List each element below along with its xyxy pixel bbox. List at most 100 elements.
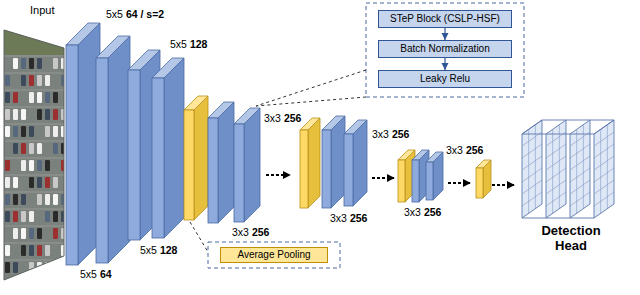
grid-line [528,129,529,213]
layer-top-face [398,150,415,160]
grid-line [522,144,542,158]
car [21,143,26,154]
kernel-size: 3x3 [446,144,463,156]
layer-front-face [96,58,108,263]
car [45,109,50,120]
parking-line [0,124,70,125]
car [29,245,34,256]
kernel-size: 3x3 [330,212,347,224]
filter-count: 64 [100,268,112,280]
car [13,228,18,239]
parking-line [0,192,70,193]
grid-panel [570,120,590,218]
filter-count: 256 [284,112,302,124]
filter-count: 128 [190,38,208,50]
car [37,75,42,86]
layer-front-face [476,168,483,198]
car [53,58,58,69]
grid-line [546,168,566,182]
car [53,228,58,239]
car [21,109,26,120]
grid-panel [522,120,542,218]
pooling-layer [476,160,491,198]
grid-line [583,125,584,209]
grid-bottom [522,218,594,219]
conv-layer [96,36,130,263]
layer-side-face [164,58,184,238]
layer-top-face [426,152,443,162]
filter-count: 256 [350,212,368,224]
flow-arrow [372,177,394,179]
flow-arrow [444,28,445,40]
grid-panel [546,120,566,218]
callout-leader [256,70,366,106]
input-ground [0,25,70,285]
car [29,58,34,69]
car [37,92,42,103]
car [21,194,26,205]
car [13,177,18,188]
filter-count: 256 [252,226,270,238]
grid-line [552,129,553,213]
conv-layer [322,116,345,208]
layer-top-face [412,150,429,160]
layer-side-face [331,116,345,208]
head-label: Detection Head [528,224,614,254]
conv-layer [344,120,367,206]
car [37,194,42,205]
conv-layer [66,23,100,265]
box-text: Leaky Relu [420,73,470,85]
layer-front-face [398,160,405,202]
grid-line [546,180,566,194]
car [21,245,26,256]
input-greenery [0,25,70,55]
grid-line [607,125,608,209]
pooling-layer [300,118,320,208]
car [13,126,18,137]
car [53,143,58,154]
car [45,92,50,103]
car [29,160,34,171]
car [21,58,26,69]
car [5,109,10,120]
grid-line [570,168,590,182]
grid-line [570,156,590,170]
kernel-size: 5x5 [140,244,157,256]
layer-side-face [108,36,130,263]
car [37,160,42,171]
car [45,211,50,222]
layer-front-face [322,130,331,208]
car [21,211,26,222]
grid-panel [594,120,614,218]
grid-line [522,192,542,206]
car [21,75,26,86]
parking-line [0,73,70,74]
car [37,228,42,239]
conv-layer [152,58,184,238]
car [29,177,34,188]
car [53,211,58,222]
box-text: Batch Normalization [400,43,489,55]
car [37,177,42,188]
grid-line [546,192,566,206]
pooling-callout [208,242,340,268]
car [5,194,10,205]
callout-leader [190,222,208,252]
car [29,143,34,154]
grid-line [594,144,614,158]
car [5,126,10,137]
car [13,143,18,154]
grid-top [522,120,614,134]
pooling-layer [184,96,208,220]
car [5,75,10,86]
filter-count: 256 [466,144,484,156]
flow-arrow [444,58,445,70]
car [5,92,10,103]
car [29,75,34,86]
flow-arrow [448,182,470,184]
layer-front-face [184,110,194,220]
parking-line [0,226,70,227]
box-text: Average Pooling [237,249,310,261]
input-frame [4,30,64,280]
conv-layer [426,152,443,200]
